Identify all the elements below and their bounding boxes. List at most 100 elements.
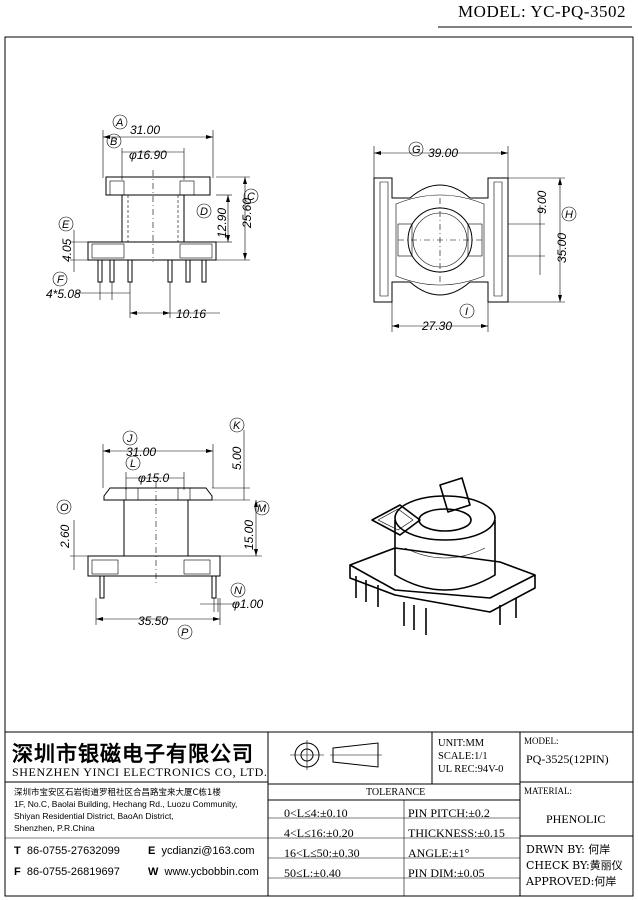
svg-text:O: O (60, 502, 69, 514)
title-block-lines (5, 731, 633, 896)
scale-label: SCALE:1/1 (438, 751, 488, 762)
arrow (96, 617, 103, 621)
dim-a-text: 31.00 (130, 123, 160, 137)
dim-h2-text: 9.00 (535, 190, 549, 214)
dim-n-text: φ1.00 (232, 597, 264, 611)
drawn-by: DRWN BY: 何岸 (526, 843, 611, 856)
callout-h: H (561, 206, 577, 222)
tel-label: T (14, 845, 21, 857)
address-line: Shiyan Residential District, BaoAn Distr… (14, 811, 174, 821)
side-slot (467, 223, 483, 257)
arrow (206, 449, 213, 453)
flange-slot (177, 487, 191, 501)
arrow (392, 324, 399, 328)
arrow (243, 177, 247, 184)
svg-text:B: B (110, 136, 117, 148)
iso-body (394, 520, 496, 591)
iso-base-side (349, 565, 536, 613)
svg-text:N: N (234, 585, 242, 597)
svg-text:E: E (62, 219, 70, 231)
callout-e: E (58, 216, 74, 232)
signature-block: DRWN BY: 何岸 CHECK BY:黄丽仪 APPROVED:何岸 (526, 842, 623, 890)
dim-o-text: 2.60 (58, 524, 72, 549)
iso-left-tab-slot (377, 508, 414, 531)
tolerance-row: PIN PITCH:±0.2 (408, 806, 490, 820)
tolerance-row: ANGLE:±1° (408, 846, 470, 860)
arrow (103, 449, 110, 453)
base-side (87, 555, 221, 577)
material-label: MATERIAL: (524, 786, 572, 796)
iso-top-flange (394, 495, 496, 541)
drawing-model-title: MODEL: YC-PQ-3502 (458, 2, 626, 21)
contact-email: E ycdianzi@163.com (148, 845, 255, 857)
svg-text:C: C (247, 191, 255, 203)
dim-m-text: 15.00 (242, 520, 256, 550)
dim-f-text: 4*5.08 (46, 287, 81, 301)
callout-k: K (229, 417, 245, 433)
callout-a: A (112, 114, 128, 130)
contact-web: W www.ycbobbin.com (148, 866, 259, 878)
contact-tel: T 86-0755-27632099 (14, 845, 120, 857)
arrow (558, 178, 562, 185)
callout-j: J (122, 430, 138, 446)
arrow (130, 311, 137, 315)
dim-i-text: 27.30 (421, 319, 452, 333)
pins-front (97, 259, 207, 283)
callout-c: C (243, 188, 259, 204)
unit-scale-block: UNIT:MM SCALE:1/1 UL REC:94V-0 (438, 737, 503, 776)
email-label: E (148, 845, 156, 857)
approved-by: APPROVED:何岸 (526, 875, 617, 888)
address-line: Shenzhen, P.R.China (14, 823, 95, 833)
svg-text:H: H (565, 209, 573, 221)
projection-symbol (290, 740, 382, 770)
base-flange (87, 241, 217, 261)
dim-k-text: 5.00 (230, 446, 244, 470)
fax-value: 86-0755-26819697 (26, 866, 120, 878)
base-slot (183, 559, 211, 575)
callout-o: O (56, 499, 72, 515)
callout-b: B (106, 133, 122, 149)
front-view: 31.00 φ16.90 25.60 12.90 4.05 4*5.08 10.… (46, 114, 259, 321)
pin-rail (493, 181, 503, 297)
callout-i: I (459, 303, 475, 319)
tolerance-right: PIN PITCH:±0.2 THICKNESS:±0.15 ANGLE:±1°… (408, 803, 505, 883)
svg-text:G: G (412, 144, 421, 156)
base-slot (91, 559, 119, 575)
dim-p-text: 35.50 (138, 614, 168, 628)
callout-p: P (177, 624, 193, 640)
arrow (163, 311, 170, 315)
arrow (206, 135, 213, 139)
iso-winding (404, 547, 486, 559)
tolerance-row: 4<L≤16:±0.20 (284, 826, 354, 840)
pin-side (99, 575, 105, 599)
flange-slot (125, 487, 139, 501)
callout-f: F (52, 271, 68, 287)
contact-fax: F 86-0755-26819697 (14, 866, 120, 878)
svg-text:F: F (57, 274, 65, 286)
address-en: 1F, No.C, Baolai Building, Hechang Rd., … (14, 798, 237, 834)
checked-by: CHECK BY:黄丽仪 (526, 859, 623, 872)
top-flange (105, 176, 211, 196)
web-label: W (148, 866, 159, 878)
tolerance-row: THICKNESS:±0.15 (408, 826, 505, 840)
tolerance-row: PIN DIM:±0.05 (408, 866, 485, 880)
svg-text:K: K (233, 420, 241, 432)
unit-label: UNIT:MM (438, 738, 485, 749)
dim-h-text: 35.00 (555, 233, 569, 263)
arrow (226, 195, 230, 202)
dim-j-text: 31.00 (126, 445, 156, 459)
svg-text:M: M (257, 503, 267, 515)
dim-b-text: φ16.90 (129, 148, 167, 162)
iso-right-tab (439, 477, 471, 513)
iso-left-tab (371, 504, 421, 536)
svg-text:I: I (465, 306, 468, 318)
dim-l-text: φ15.0 (138, 471, 170, 485)
arrow (501, 151, 508, 155)
tolerance-row: 0<L≤4:±0.10 (284, 806, 348, 820)
fax-label: F (14, 866, 21, 878)
pin-rail (379, 181, 389, 297)
callout-g: G (408, 141, 424, 157)
top-flange-side (103, 487, 213, 501)
material-value: PHENOLIC (546, 812, 606, 826)
dim-g-top-text: 39.00 (428, 146, 458, 160)
